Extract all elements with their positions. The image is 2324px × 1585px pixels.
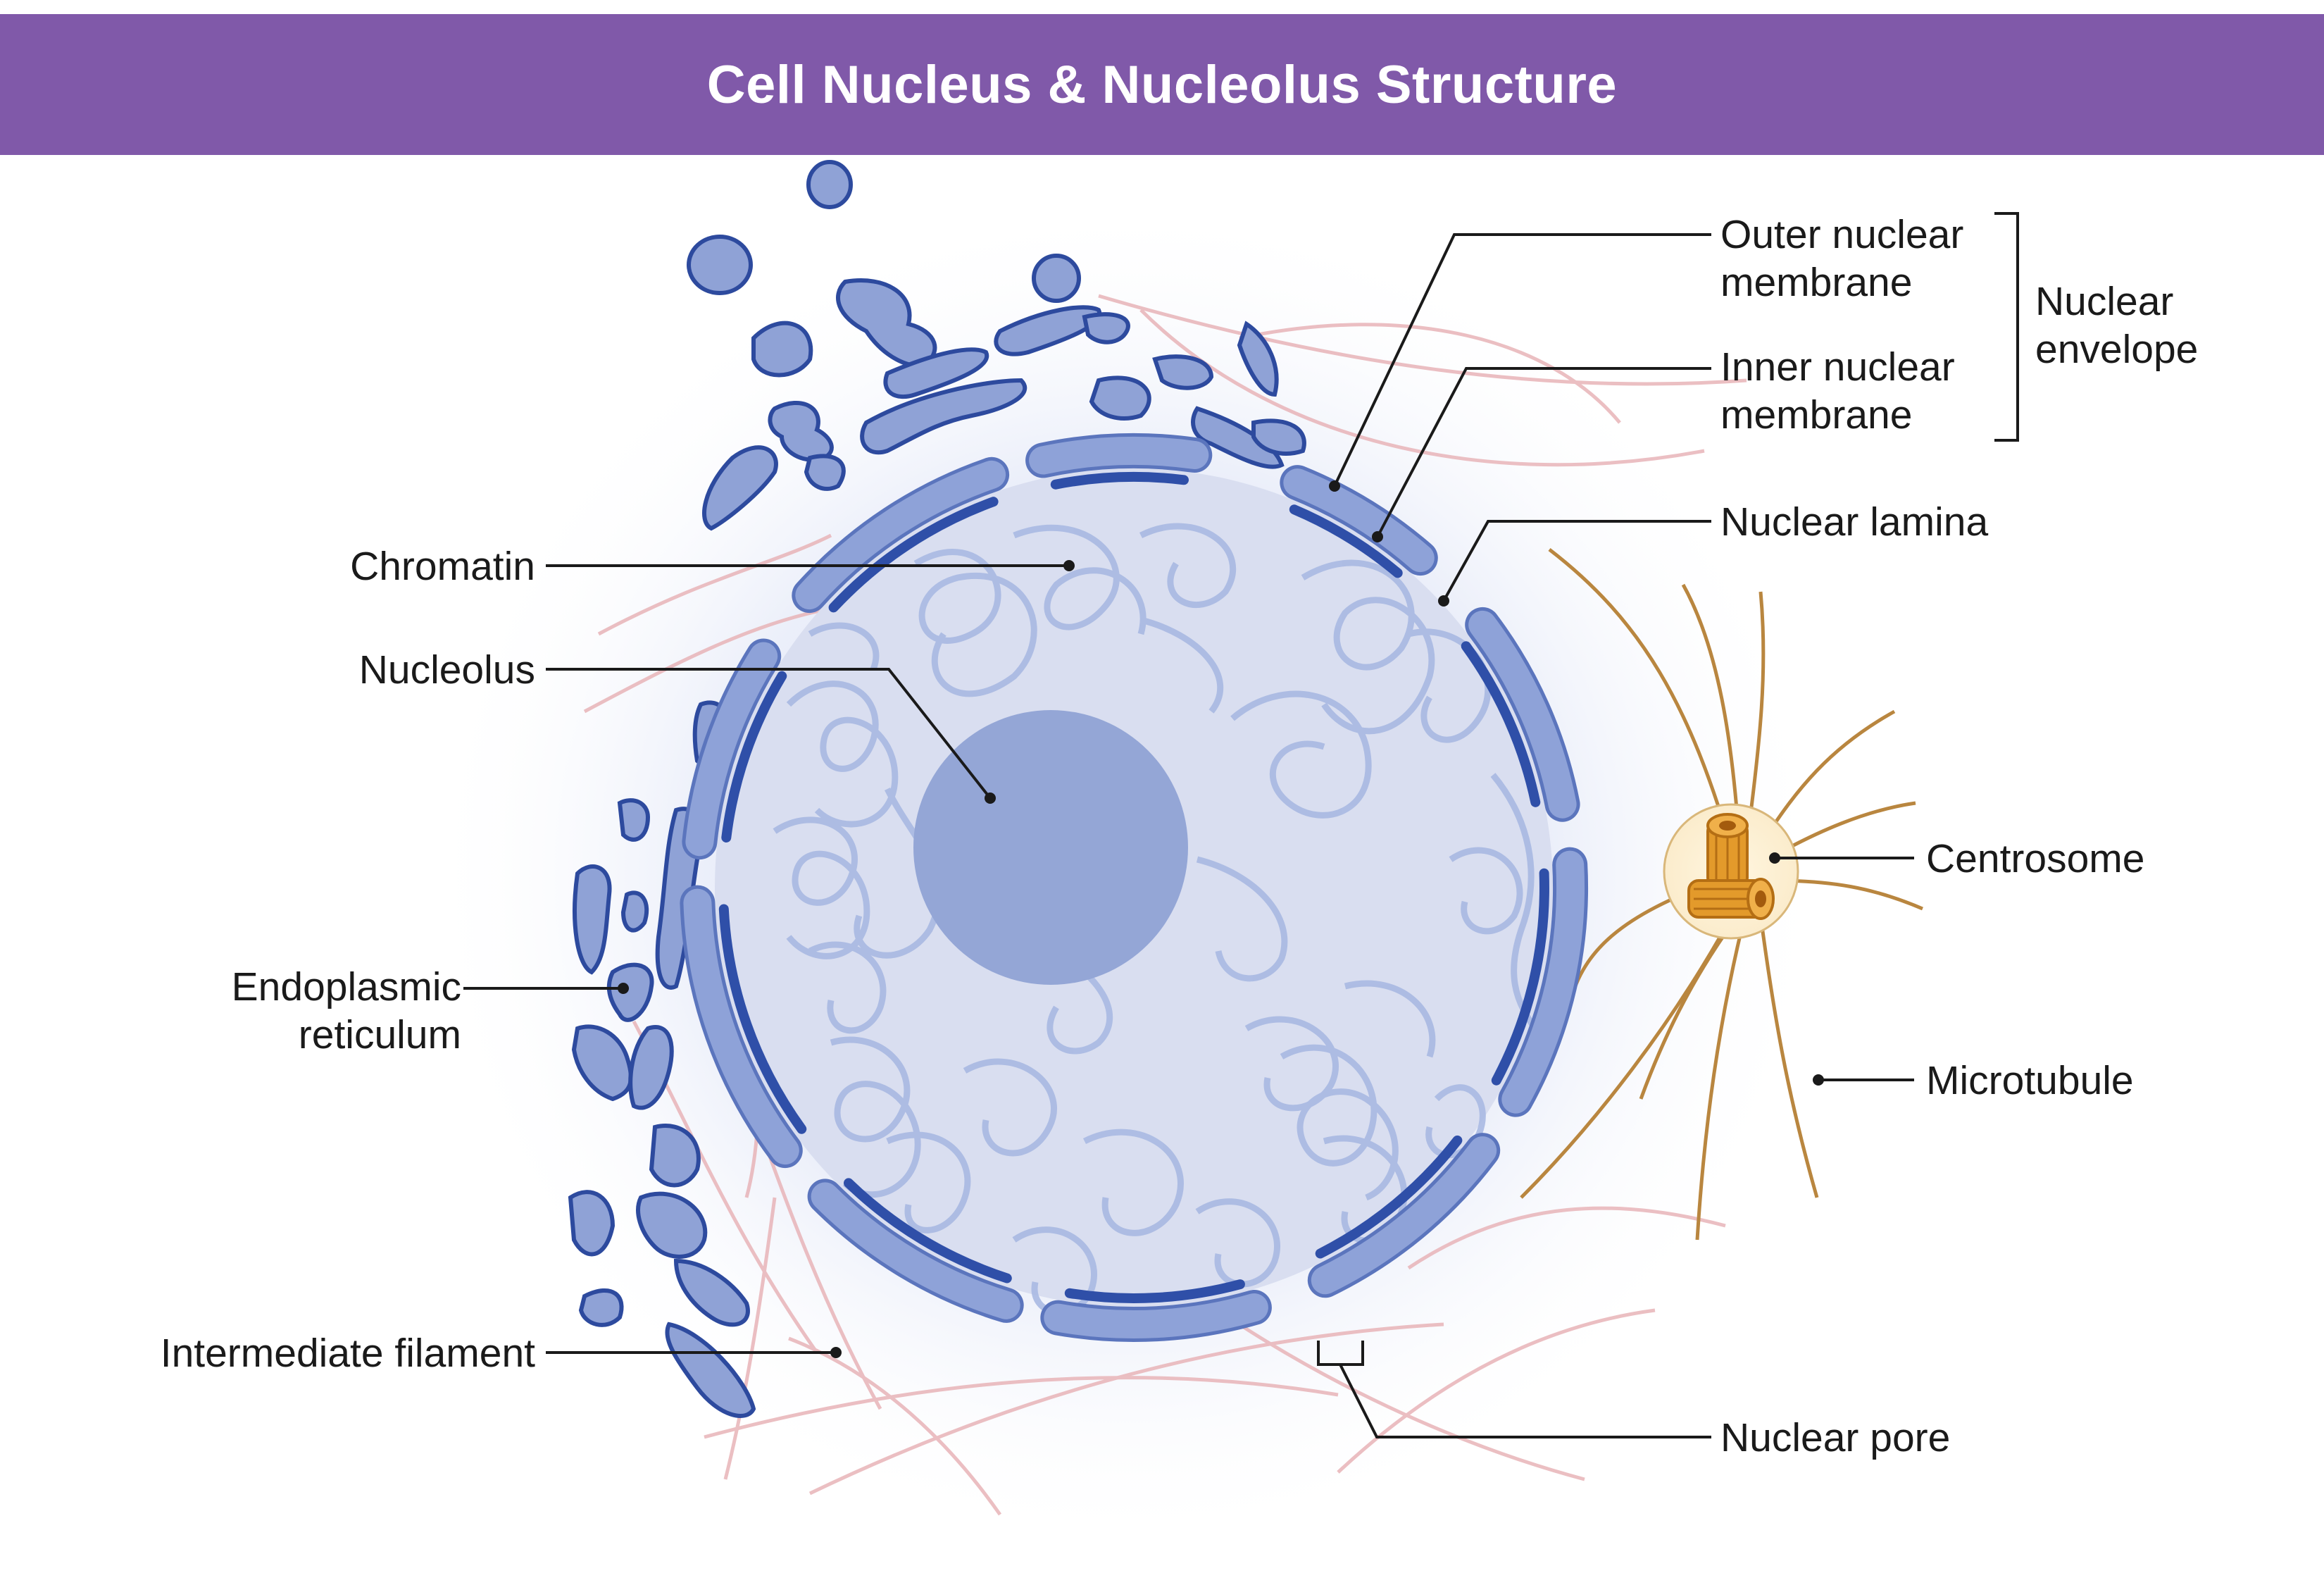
membrane-segment [683,888,799,1165]
label-intermediate-filament: Intermediate filament [161,1331,535,1376]
lamina-segment [1491,868,1549,1086]
membrane-segment [1283,468,1435,573]
label-inner-line1: Inner nuclear [1720,344,1955,390]
membrane-segment [795,460,1006,610]
leader-lines [463,212,2019,1438]
centrosome [1663,803,1799,940]
lamina-segment [721,671,787,843]
lamina-segment [1461,641,1541,807]
centriole-vertical [1706,813,1749,888]
label-nuclear-lamina: Nuclear lamina [1720,499,1988,545]
label-envelope-line2: envelope [2035,327,2198,372]
membrane-segment [685,642,778,857]
endoplasmic-reticulum [568,160,1306,1418]
label-outer-line1: Outer nuclear [1720,212,1963,257]
label-er-line1: Endoplasmic [232,964,461,1009]
label-nuclear-pore: Nuclear pore [1720,1415,1950,1460]
title-bar: Cell Nucleus & Nucleolus Structure [0,14,2324,155]
label-nucleolus: Nucleolus [359,647,535,692]
membrane-segment [1029,437,1209,475]
chromatin [773,523,1538,1316]
nuclear-lamina [718,471,1549,1303]
label-chromatin: Chromatin [350,544,535,589]
label-er-line2: reticulum [299,1012,461,1057]
nucleolus [913,710,1188,985]
label-outer-line2: membrane [1720,260,1912,305]
label-inner-line2: membrane [1720,392,1912,437]
outer-nuclear-membrane-fill [683,437,1585,1338]
lamina-segment [844,1178,1012,1283]
membrane-segment [1311,1136,1497,1295]
membrane-segment [811,1182,1020,1319]
membrane-segment [1501,850,1585,1114]
membrane-segment [1468,610,1577,819]
lamina-segment [1289,504,1403,578]
lamina-segment [1050,471,1189,490]
lamina-segment [828,497,999,613]
label-microtubule: Microtubule [1926,1058,2134,1103]
label-centrosome: Centrosome [1926,836,2144,881]
membrane-segment [1044,1293,1268,1338]
lamina-segment [1315,1135,1463,1259]
lamina-segment [1064,1279,1245,1303]
centriole-horizontal [1687,878,1775,920]
label-envelope-line1: Nuclear [2035,279,2173,324]
lamina-segment [718,904,807,1134]
page-title: Cell Nucleus & Nucleolus Structure [706,54,1618,115]
